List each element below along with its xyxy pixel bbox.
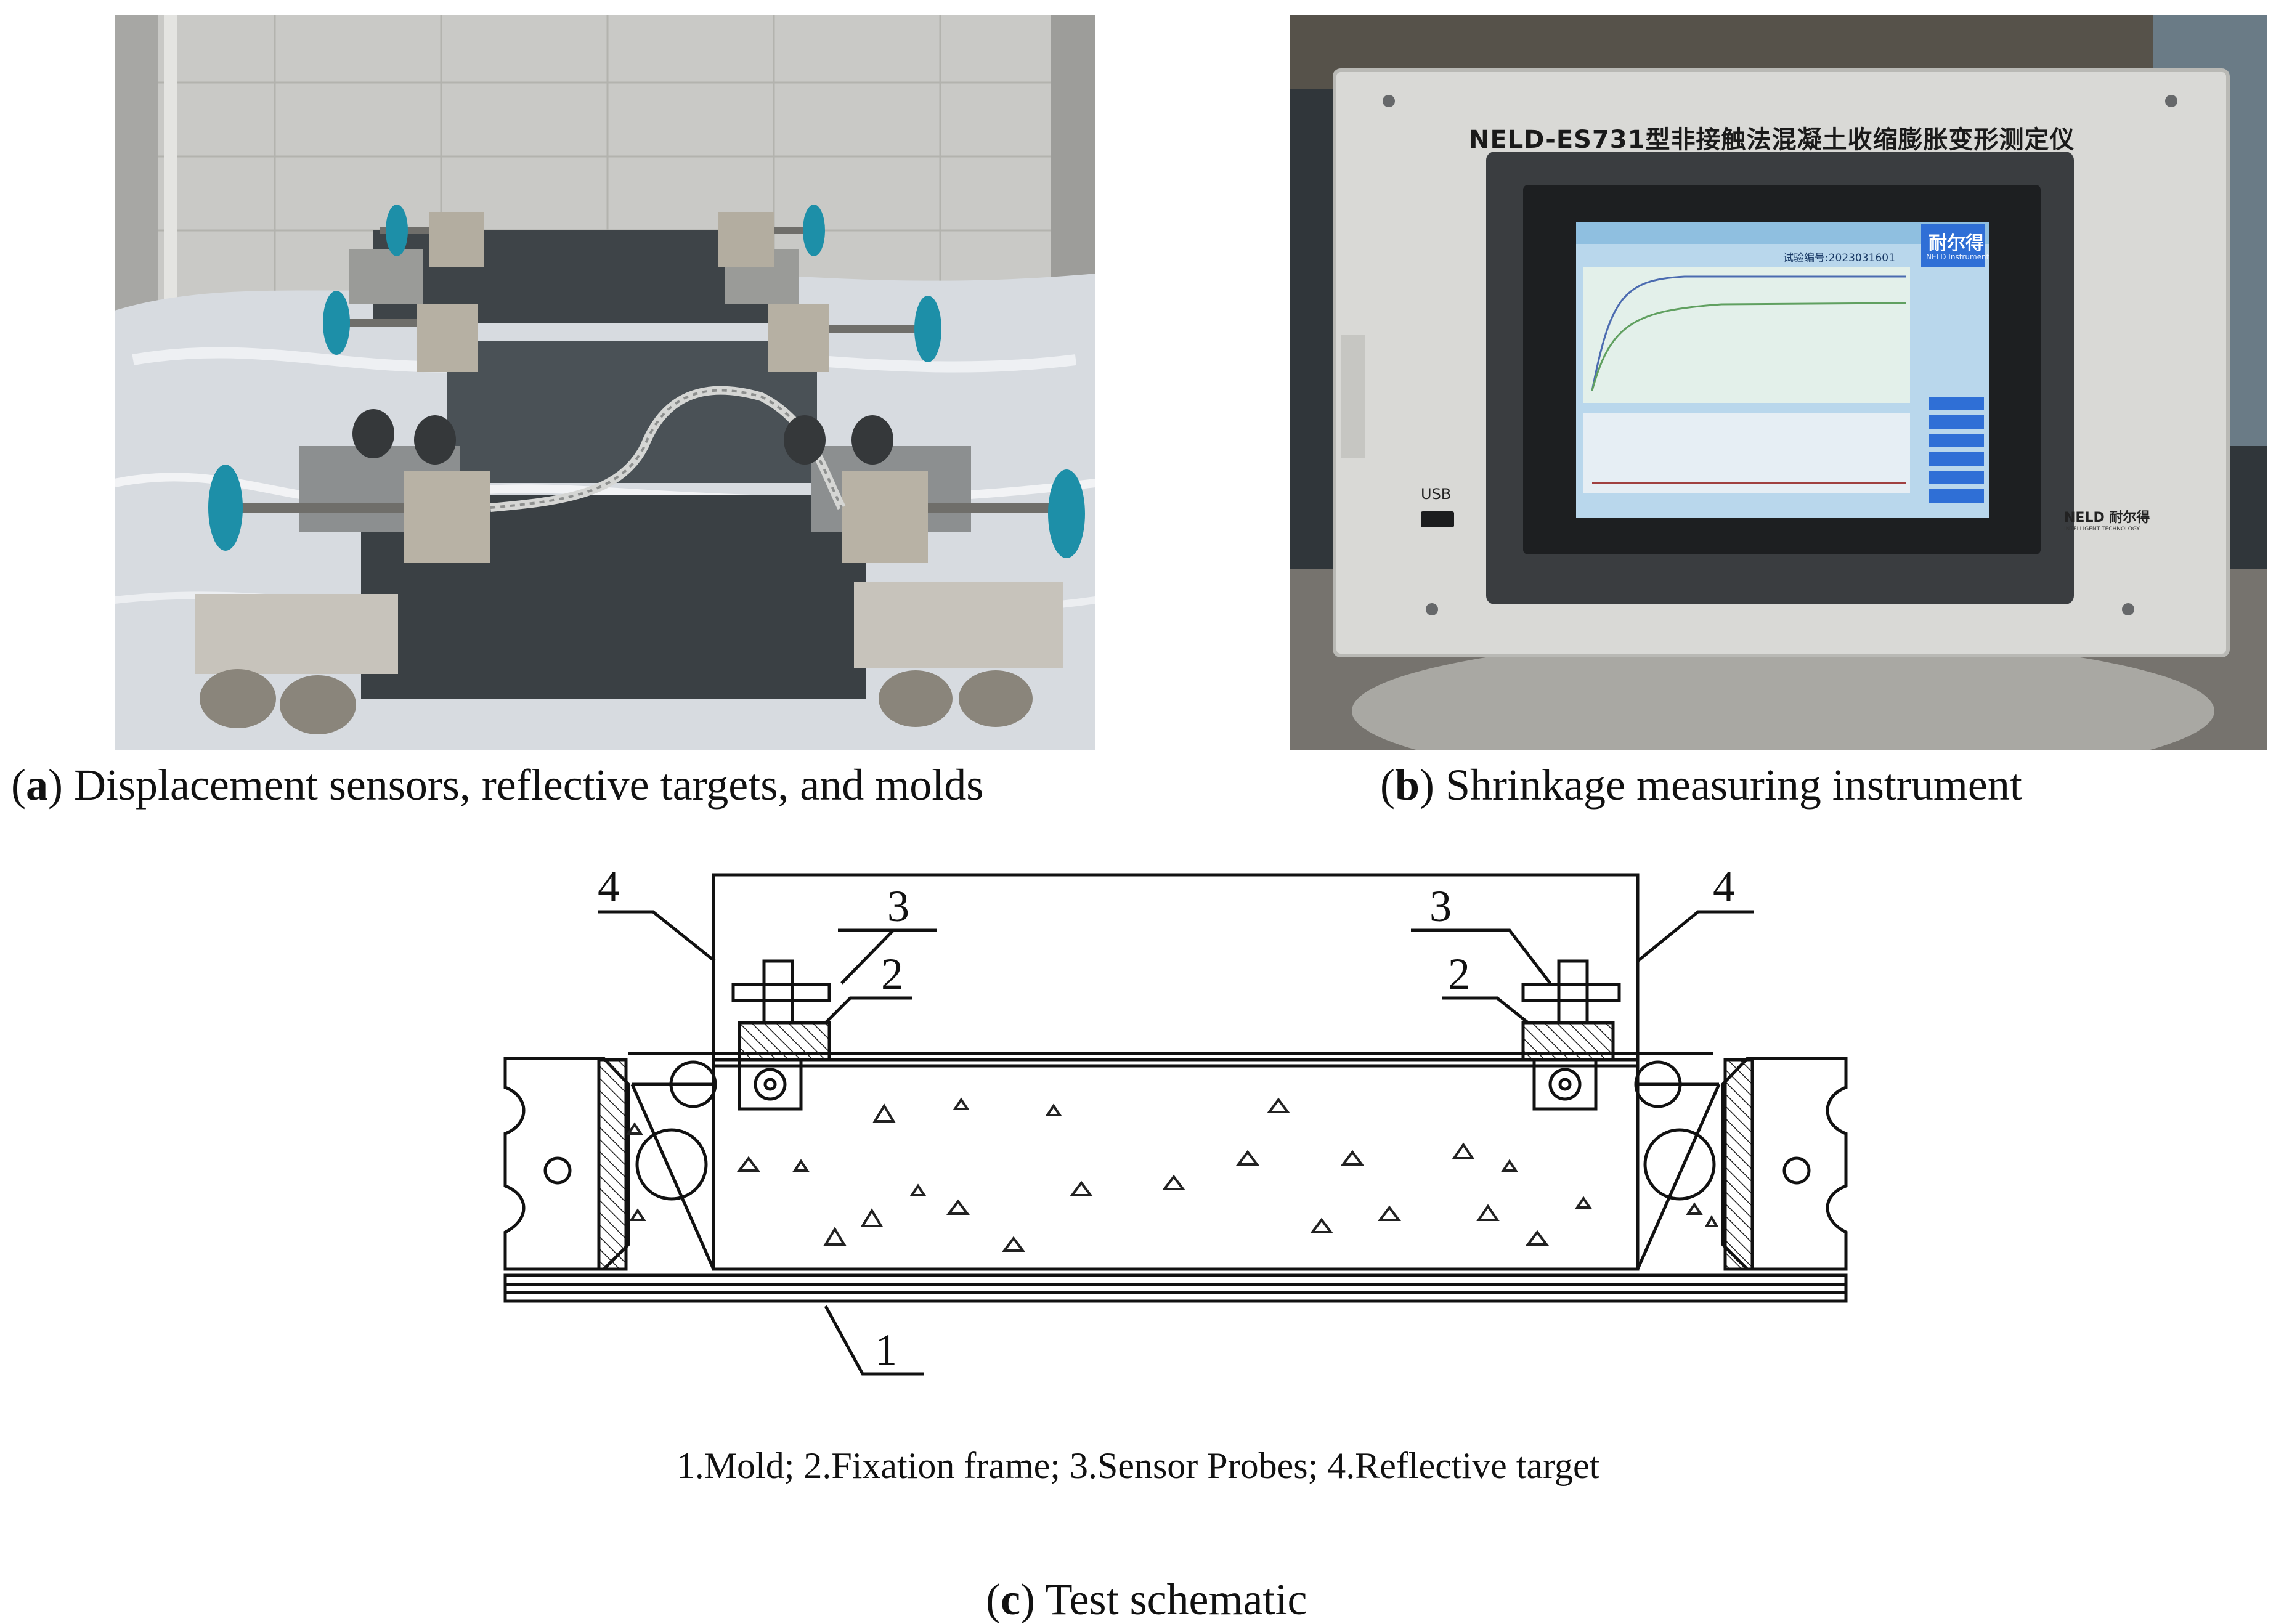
right-fixation-frame bbox=[1521, 1021, 1615, 1062]
caption-panel-a: (a) Displacement sensors, reflective tar… bbox=[11, 760, 984, 810]
test-schematic-diagram: 4 3 2 3 2 4 1 bbox=[481, 850, 1861, 1408]
usb-label: USB bbox=[1421, 485, 1452, 503]
mold-base-plate bbox=[503, 1273, 1848, 1303]
panel-label-c: c bbox=[1000, 1575, 1020, 1624]
callout-2-left: 2 bbox=[881, 949, 903, 999]
right-end-plate bbox=[1721, 1057, 1848, 1271]
schematic-svg bbox=[503, 873, 1848, 1376]
caption-panel-b: (b) Shrinkage measuring instrument bbox=[1380, 760, 2022, 810]
left-sensor-probe bbox=[762, 959, 794, 1025]
screen-brand-badge-sub: NELD Instrument bbox=[1926, 253, 1989, 261]
mold-body bbox=[712, 1058, 1640, 1271]
device-title: NELD-ES731型非接触法混凝土收缩膨胀变形测定仪 bbox=[1469, 126, 2075, 154]
brand-plate-sub: INTELLIGENT TECHNOLOGY bbox=[2064, 526, 2140, 532]
panel-label-a: a bbox=[25, 760, 48, 810]
photo-displacement-sensors bbox=[115, 15, 1095, 750]
caption-text-b: Shrinkage measuring instrument bbox=[1445, 760, 2022, 810]
left-fixation-frame bbox=[738, 1021, 831, 1062]
screen-brand-badge: 耐尔得 bbox=[1929, 233, 1984, 254]
screen-test-id: 试验编号:2023031601 bbox=[1783, 252, 1895, 264]
callout-4-left: 4 bbox=[598, 862, 620, 911]
right-sensor-probe bbox=[1557, 959, 1589, 1025]
caption-text-c: Test schematic bbox=[1045, 1575, 1307, 1624]
callout-3-left: 3 bbox=[887, 882, 909, 931]
photo-shrinkage-instrument: NELD-ES731型非接触法混凝土收缩膨胀变形测定仪 USB 试验编号:202… bbox=[1290, 15, 2267, 750]
callout-2-right: 2 bbox=[1448, 949, 1470, 999]
callout-3-right: 3 bbox=[1429, 882, 1452, 931]
schematic-legend: 1.Mold; 2.Fixation frame; 3.Sensor Probe… bbox=[676, 1445, 1600, 1486]
brand-plate: NELD 耐尔得 bbox=[2064, 510, 2150, 526]
panel-label-b: b bbox=[1394, 760, 1420, 810]
caption-text-a: Displacement sensors, reflective targets… bbox=[73, 760, 984, 810]
callout-1: 1 bbox=[875, 1325, 897, 1374]
caption-panel-c: (c) Test schematic bbox=[986, 1575, 1307, 1624]
reflective-target-box bbox=[712, 873, 1640, 1068]
callout-4-right: 4 bbox=[1713, 862, 1735, 911]
left-end-plate bbox=[503, 1057, 630, 1271]
